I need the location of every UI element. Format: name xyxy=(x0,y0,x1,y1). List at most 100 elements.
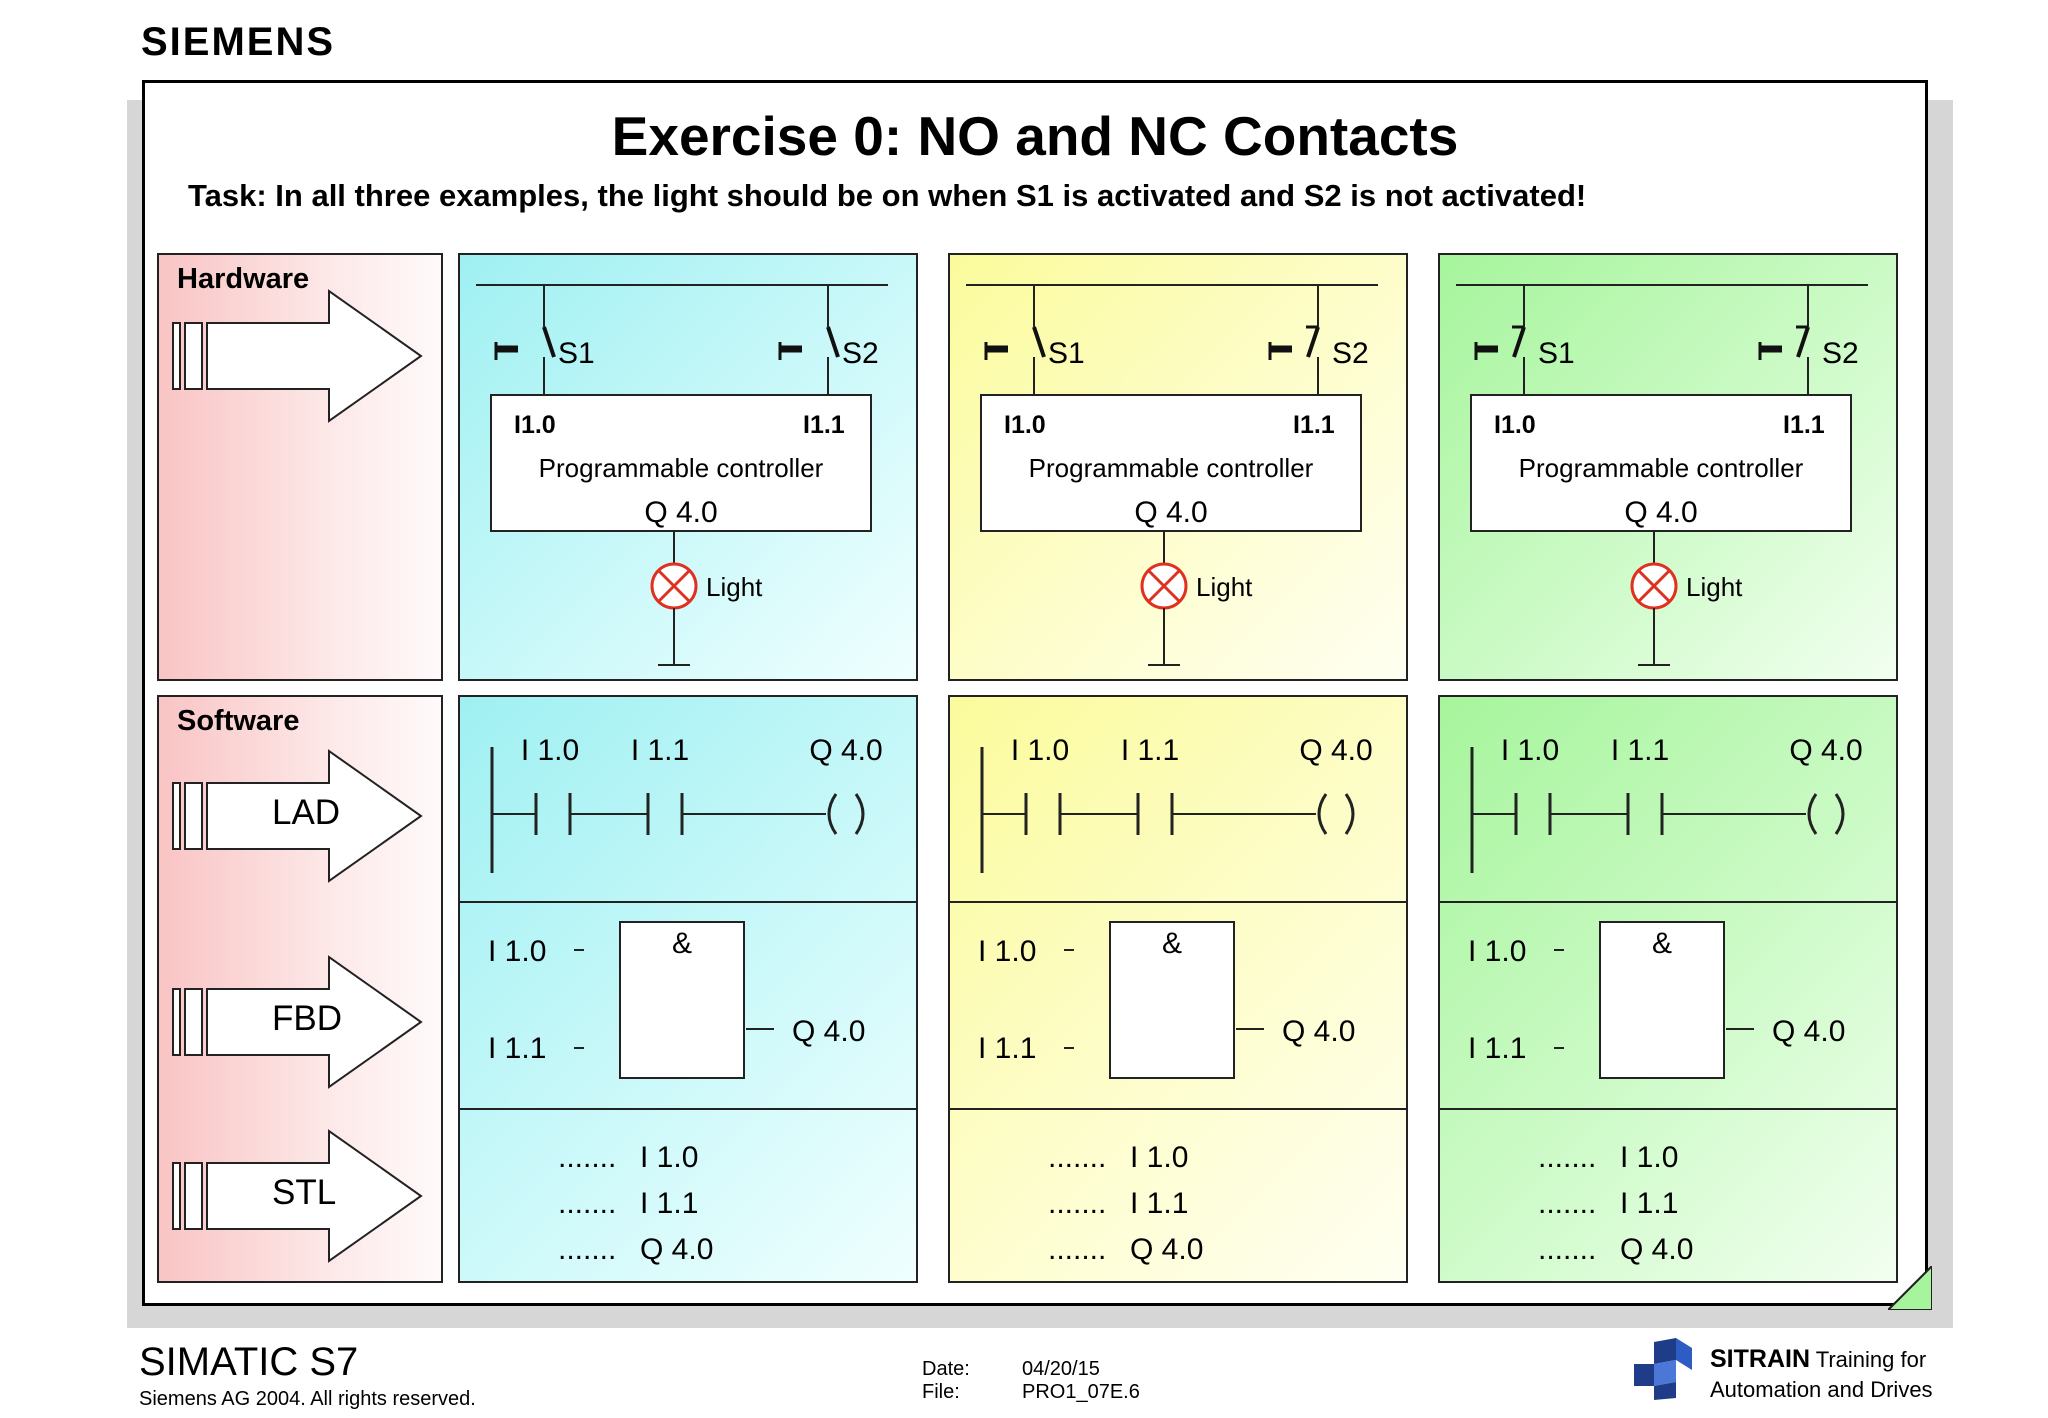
nc-contact-icon xyxy=(1758,285,1810,395)
plc-name: Programmable controller xyxy=(539,453,824,483)
function-block-diagram xyxy=(574,921,774,1079)
s2-label: S2 xyxy=(1822,337,1859,370)
copyright-text: Siemens AG 2004. All rights reserved. xyxy=(139,1388,476,1410)
sitrain-tagline-1: Training for xyxy=(1815,1347,1927,1372)
lad-contact-1-label: I 1.0 xyxy=(1011,734,1069,767)
plc-output: Q 4.0 xyxy=(1624,496,1697,529)
plc-name: Programmable controller xyxy=(1519,453,1804,483)
siemens-logo: SIEMENS xyxy=(141,20,336,64)
stl-address: I 1.0 xyxy=(640,1141,698,1174)
stl-operation: ....... xyxy=(558,1141,616,1174)
nc-contact-icon xyxy=(1268,285,1320,395)
plc-output: Q 4.0 xyxy=(644,496,717,529)
fbd-output-label: Q 4.0 xyxy=(792,1015,865,1048)
hardware-arrow-icon xyxy=(172,289,423,423)
sitrain-logo-icon xyxy=(1634,1338,1692,1400)
software-panel-2: I 1.0 I 1.1 Q 4.0 & I 1.0 I 1.1 Q 4.0....... I … xyxy=(948,695,1408,1283)
software-panel-1: I 1.0 I 1.1 Q 4.0 & I 1.0 I 1.1 Q 4.0....... I … xyxy=(458,695,918,1283)
plc-box xyxy=(980,394,1362,532)
file-value: PRO1_07E.6 xyxy=(1022,1381,1140,1403)
software-diagrams: I 1.0 I 1.1 Q 4.0 & I 1.0 I 1.1 Q 4.0....... I … xyxy=(950,734,1406,1266)
plc-input-2: I1.1 xyxy=(1783,411,1825,439)
and-gate-box xyxy=(619,921,745,1079)
fbd-input-1-label: I 1.0 xyxy=(488,935,546,968)
sitrain-brand: SITRAIN xyxy=(1710,1345,1810,1373)
page-title: Exercise 0: NO and NC Contacts xyxy=(611,105,1459,167)
software-diagrams: I 1.0 I 1.1 Q 4.0 & I 1.0 I 1.1 Q 4.0....... I … xyxy=(460,734,916,1266)
plc-box xyxy=(1470,394,1852,532)
lad-contact-2-label: I 1.1 xyxy=(1121,734,1179,767)
stl-operation: ....... xyxy=(558,1187,616,1220)
stl-address: I 1.1 xyxy=(1130,1187,1188,1220)
lad-label: LAD xyxy=(272,793,341,832)
fbd-output-label: Q 4.0 xyxy=(1282,1015,1355,1048)
lad-coil-label: Q 4.0 xyxy=(809,734,882,767)
stl-operation: ....... xyxy=(1538,1187,1596,1220)
plc-input-2: I1.1 xyxy=(1293,411,1335,439)
task-description: Task: In all three examples, the light s… xyxy=(188,178,1587,213)
sitrain-text: SITRAIN Training for Automation and Driv… xyxy=(1710,1344,1933,1405)
function-block-diagram xyxy=(1064,921,1264,1079)
plc-box xyxy=(490,394,872,532)
and-gate-symbol: & xyxy=(1162,927,1182,960)
stl-address: I 1.1 xyxy=(640,1187,698,1220)
s1-label: S1 xyxy=(1048,337,1085,370)
plc-output: Q 4.0 xyxy=(1134,496,1207,529)
s1-label: S1 xyxy=(558,337,595,370)
lamp-icon xyxy=(1140,562,1188,610)
plc-input-1: I1.0 xyxy=(1004,411,1046,439)
hardware-side-panel: Hardware xyxy=(157,253,443,681)
lad-contact-1-label: I 1.0 xyxy=(1501,734,1559,767)
s1-label: S1 xyxy=(1538,337,1575,370)
no-contact-icon xyxy=(494,285,556,395)
software-side-panel: Software LAD FBD STL xyxy=(157,695,443,1283)
light-label: Light xyxy=(1196,572,1253,602)
lad-contact-2-label: I 1.1 xyxy=(1611,734,1669,767)
plc-input-1: I1.0 xyxy=(514,411,556,439)
lad-coil xyxy=(827,793,838,835)
function-block-diagram xyxy=(1554,921,1754,1079)
plc-input-2: I1.1 xyxy=(803,411,845,439)
fbd-input-2-label: I 1.1 xyxy=(488,1032,546,1065)
stl-operation: ....... xyxy=(558,1233,616,1266)
and-gate-symbol: & xyxy=(672,927,692,960)
stl-operation: ....... xyxy=(1538,1233,1596,1266)
ladder-diagram xyxy=(1470,747,1845,873)
fbd-input-2-label: I 1.1 xyxy=(1468,1032,1526,1065)
and-gate-box xyxy=(1599,921,1725,1079)
fbd-input-2-label: I 1.1 xyxy=(978,1032,1036,1065)
date-label: Date: xyxy=(922,1358,970,1380)
ladder-diagram xyxy=(490,747,865,873)
lad-coil-label: Q 4.0 xyxy=(1789,734,1862,767)
stl-address: Q 4.0 xyxy=(1130,1233,1203,1266)
s2-label: S2 xyxy=(842,337,879,370)
fbd-input-1-label: I 1.0 xyxy=(1468,935,1526,968)
fbd-input-1-label: I 1.0 xyxy=(978,935,1036,968)
stl-address: I 1.0 xyxy=(1130,1141,1188,1174)
lamp-icon xyxy=(650,562,698,610)
no-contact-icon xyxy=(778,285,840,395)
hardware-label: Hardware xyxy=(177,263,310,295)
lamp-icon xyxy=(1630,562,1678,610)
stl-operation: ....... xyxy=(1048,1187,1106,1220)
date-value: 04/20/15 xyxy=(1022,1358,1100,1380)
lad-coil-label: Q 4.0 xyxy=(1299,734,1372,767)
stl-address: I 1.1 xyxy=(1620,1187,1678,1220)
plc-name: Programmable controller xyxy=(1029,453,1314,483)
and-gate-box xyxy=(1109,921,1235,1079)
page-fold-corner xyxy=(1888,1266,1932,1310)
lad-arrow-icon xyxy=(172,749,423,883)
fbd-output-label: Q 4.0 xyxy=(1772,1015,1845,1048)
lad-contact-2-label: I 1.1 xyxy=(631,734,689,767)
lad-coil xyxy=(1317,793,1328,835)
s2-label: S2 xyxy=(1332,337,1369,370)
product-name: SIMATIC S7 xyxy=(139,1340,359,1384)
stl-arrow-icon xyxy=(172,1129,423,1263)
